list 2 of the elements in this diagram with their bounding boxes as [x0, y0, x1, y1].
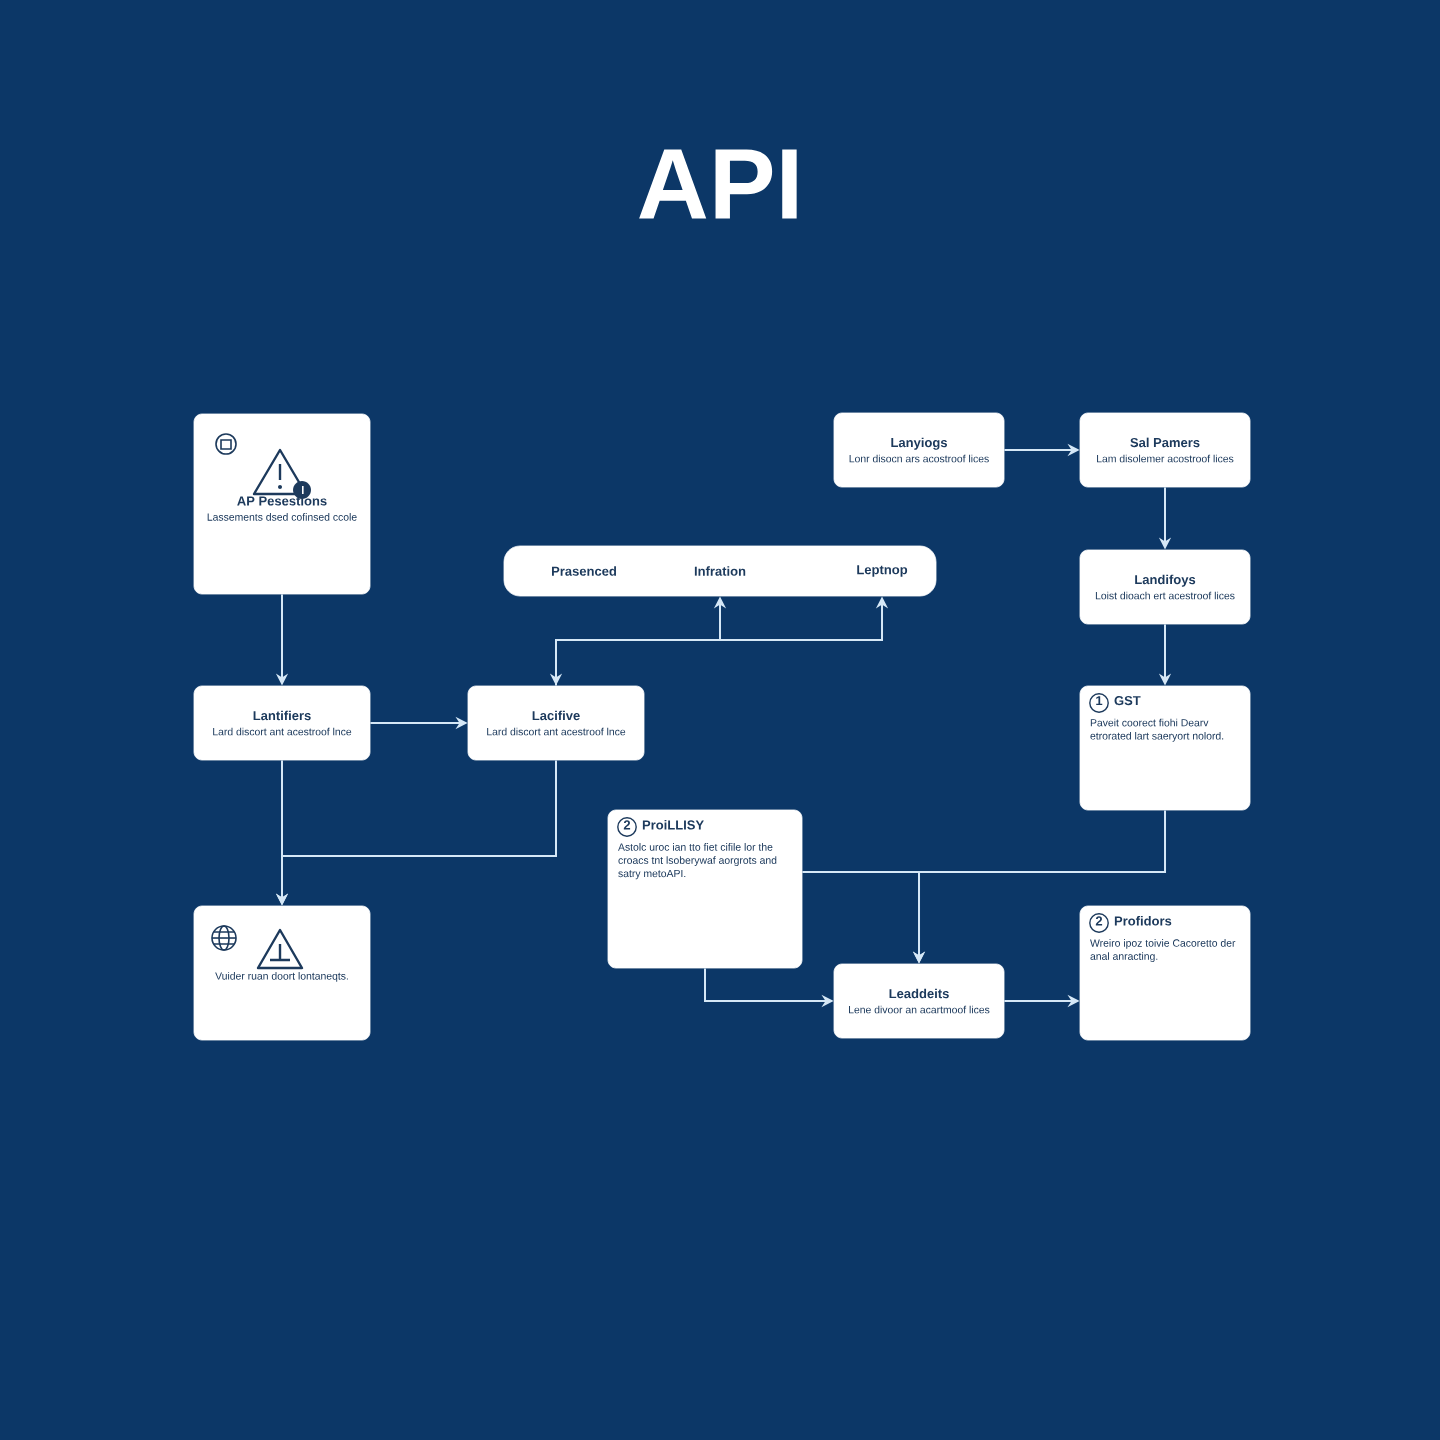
title: API — [639, 149, 797, 219]
tab-bar — [503, 545, 937, 597]
